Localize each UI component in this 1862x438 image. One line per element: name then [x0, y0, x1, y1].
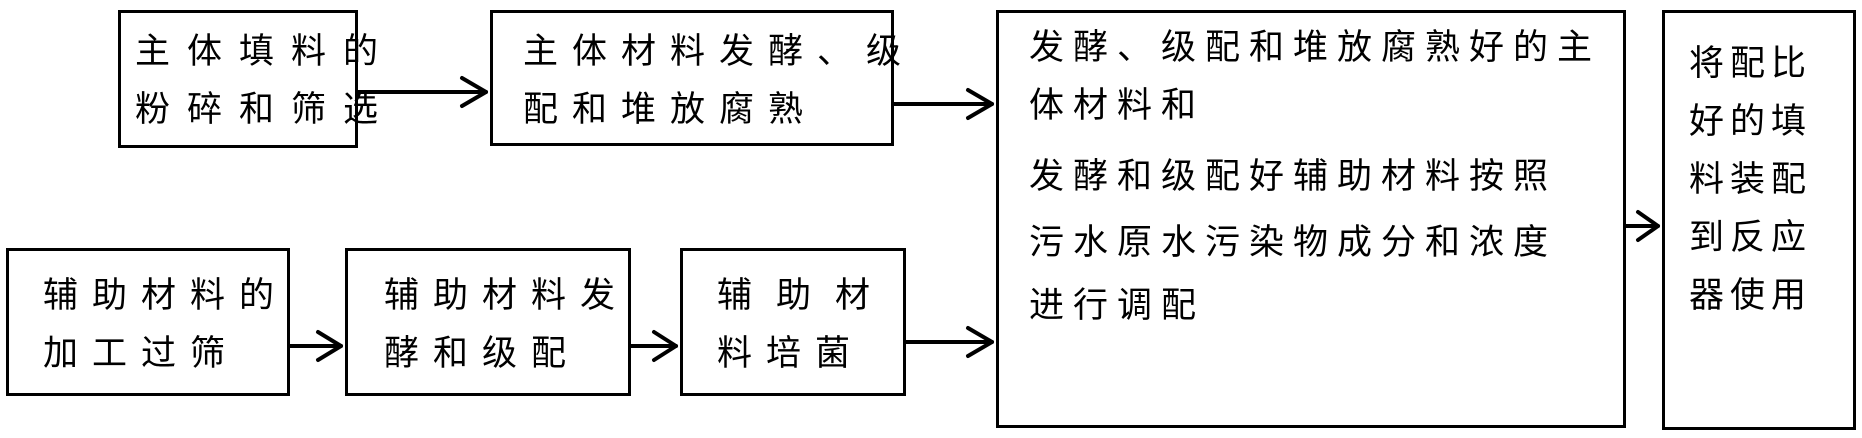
node-blend-line-4: 污水原水污染物成分和浓度	[1029, 223, 1558, 263]
node-main-crush-line-2: 粉碎和筛选	[135, 90, 396, 130]
node-blend-line-2: 体材料和	[1029, 86, 1206, 126]
node-aux-culture-line-2: 料培菌	[717, 334, 865, 374]
arrow-aux-ferment-to-aux-culture	[629, 330, 678, 362]
node-aux-ferment: 辅助材料发 酵和级配	[345, 248, 631, 396]
node-main-crush: 主体填料的 粉碎和筛选	[118, 10, 378, 148]
node-final-text: 将配比好的填料装配到反应器使用	[1689, 44, 1813, 316]
node-main-ferment-line-2: 配和堆放腐熟	[523, 90, 818, 130]
arrow-main-ferment-to-blend	[892, 88, 994, 120]
node-aux-process-line-1: 辅助材料的	[43, 276, 289, 316]
node-main-ferment: 主体材料发酵、级 配和堆放腐熟	[490, 10, 901, 146]
node-blend-line-5: 进行调配	[1029, 286, 1206, 326]
arrow-blend-to-final	[1624, 210, 1660, 242]
arrow-aux-process-to-aux-ferment	[288, 330, 343, 362]
node-main-ferment-line-1: 主体材料发酵、级	[523, 32, 916, 72]
node-aux-culture-line-1: 辅助材	[717, 276, 895, 316]
node-aux-culture: 辅助材 料培菌	[680, 248, 906, 396]
node-blend-line-1: 发酵、级配和堆放腐熟好的主	[1029, 28, 1602, 68]
node-blend: 发酵、级配和堆放腐熟好的主 体材料和 发酵和级配好辅助材料按照 污水原水污染物成…	[996, 10, 1626, 428]
arrow-main-crush-to-main-ferment	[356, 76, 488, 108]
node-aux-process: 辅助材料的 加工过筛	[6, 248, 290, 396]
node-aux-ferment-line-2: 酵和级配	[384, 334, 581, 374]
arrow-aux-culture-to-blend	[904, 326, 994, 358]
node-final: 将配比好的填料装配到反应器使用	[1662, 10, 1856, 430]
node-aux-ferment-line-1: 辅助材料发	[384, 276, 630, 316]
node-aux-process-line-2: 加工过筛	[43, 334, 240, 374]
node-blend-line-3: 发酵和级配好辅助材料按照	[1029, 157, 1558, 197]
node-main-crush-line-1: 主体填料的	[135, 32, 396, 72]
